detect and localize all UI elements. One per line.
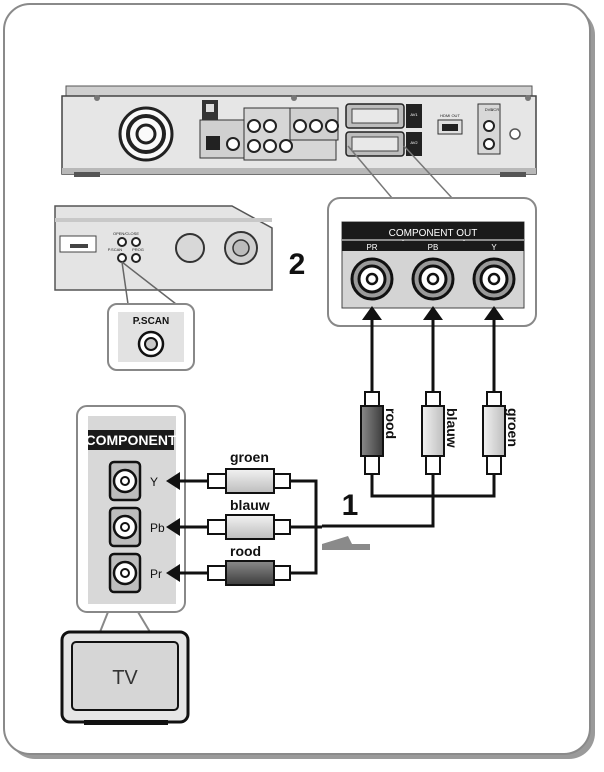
direction-arrow-head	[322, 536, 352, 544]
arrow-left-pb	[166, 518, 180, 536]
tv-label: TV	[112, 667, 138, 689]
step-2-label: 2	[289, 248, 306, 281]
plug-blauw-right	[421, 391, 445, 475]
tv-jack-label-y: Y	[150, 475, 158, 489]
pscan-callout: P.SCAN	[107, 261, 195, 371]
component-out-callout: COMPONENT OUT PR PB Y	[327, 145, 537, 327]
arrow-up-pb	[423, 306, 443, 320]
cable-label-blauw-left: blauw	[230, 497, 270, 513]
rca-jack-pr	[350, 257, 394, 301]
rear-label-av1: AV1	[410, 112, 418, 117]
jack-label-pb: PB	[428, 243, 439, 252]
jack-label-y: Y	[491, 243, 497, 252]
fan-icon	[118, 106, 174, 162]
pscan-button	[137, 330, 165, 358]
rca-jack-pb	[411, 257, 455, 301]
pscan-label: P.SCAN	[133, 316, 170, 327]
jack-label-pr: PR	[366, 243, 377, 252]
tv-input-title: COMPONENT	[86, 432, 177, 448]
direction-arrow-shaft	[322, 544, 370, 550]
pscan-button-small	[117, 253, 127, 263]
tv-jack-pb	[108, 506, 142, 548]
arrow-left-pr	[166, 564, 180, 582]
tv-jack-y	[108, 460, 142, 502]
recorder-rear-panel: AV1 AV2 HDMI OUT DVD VCR	[61, 85, 537, 177]
tv-component-input: COMPONENT Y Pb Pr	[76, 405, 186, 613]
tv-jack-label-pr: Pr	[150, 567, 162, 581]
step-1-label: 1	[342, 489, 359, 522]
front-label-prog: PROG	[132, 247, 144, 252]
plug-blauw-left	[207, 514, 291, 540]
arrow-up-y	[484, 306, 504, 320]
plug-groen-right	[482, 391, 506, 475]
cable-label-groen-right: groen	[505, 408, 521, 447]
tv-jack-pr	[108, 552, 142, 594]
front-label-pscan-small: P.SCAN	[108, 247, 122, 252]
tv-jack-label-pb: Pb	[150, 521, 165, 535]
component-out-title: COMPONENT OUT	[389, 228, 478, 239]
plug-rood-left	[207, 560, 291, 586]
arrow-up-pr	[362, 306, 382, 320]
cable-label-rood-left: rood	[230, 543, 261, 559]
tv-set: TV	[60, 611, 190, 725]
arrow-left-y	[166, 472, 180, 490]
rear-label-av2: AV2	[410, 140, 418, 145]
cable-label-groen-left: groen	[230, 449, 269, 465]
cable-label-rood-right: rood	[383, 408, 399, 439]
rca-jack-y	[472, 257, 516, 301]
rear-label-vcr: VCR	[491, 107, 500, 112]
rear-label-hdmi: HDMI OUT	[440, 113, 460, 118]
cables-left: groen blauw rood	[166, 449, 322, 586]
cables-right: rood blauw groen	[322, 306, 521, 528]
plug-rood-right	[360, 391, 384, 475]
plug-groen-left	[207, 468, 291, 494]
recorder-front-panel: OPEN/CLOSE P.SCAN PROG	[54, 205, 273, 291]
cable-label-blauw-right: blauw	[444, 408, 460, 448]
front-label-open-close: OPEN/CLOSE	[113, 231, 139, 236]
rear-label-dvd: DVD	[485, 107, 494, 112]
